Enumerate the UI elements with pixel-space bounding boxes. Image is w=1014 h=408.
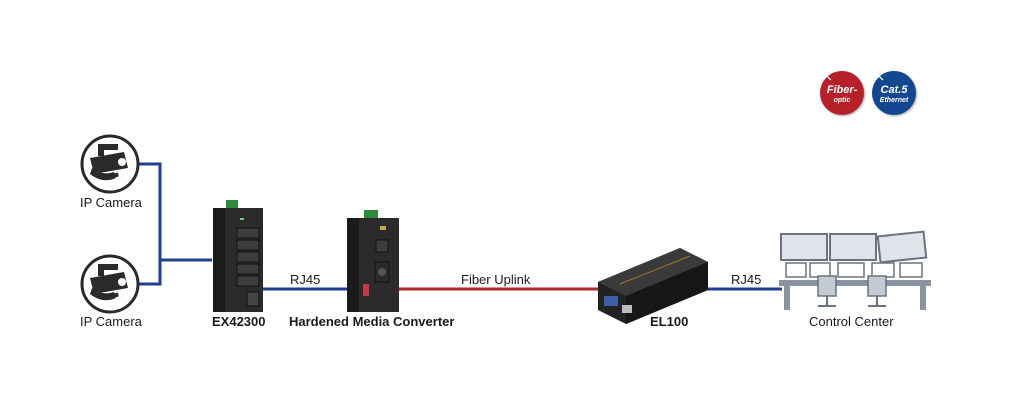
cat5-badge-line1: Cat.5 [880,84,908,96]
rj45-right-label: RJ45 [731,272,762,287]
fiber-badge-line2: optic [833,97,851,104]
fiber-badge-line1: Fiber- [826,84,858,96]
ethernet-link-camera-top [138,162,162,260]
switch-label: EX42300 [212,314,266,329]
media-converter-icon [347,210,399,312]
security-camera-icon [80,254,140,314]
security-camera-icon [80,134,140,194]
cat5-badge-line2: Ethernet [879,97,909,104]
camera-top-label: IP Camera [80,195,142,210]
arrow-icon: ↖ [824,73,833,84]
converter-label: Hardened Media Converter [289,314,455,329]
rj45-left-label: RJ45 [290,272,321,287]
ethernet-link-camera-bottom [138,258,212,286]
ethernet-extender-icon [598,248,708,324]
arrow-icon: ↖ [876,73,885,84]
camera-bottom-label: IP Camera [80,314,142,329]
connections [138,162,782,291]
industrial-switch-icon [213,200,263,312]
fiber-optic-badge: ↖ Fiber- optic [820,71,864,115]
control-center-label: Control Center [809,314,894,329]
control-room-icon [779,230,931,310]
el100-label: EL100 [650,314,689,329]
fiber-uplink-label: Fiber Uplink [461,272,531,287]
cat5-ethernet-badge: ↖ Cat.5 Ethernet [872,71,916,115]
